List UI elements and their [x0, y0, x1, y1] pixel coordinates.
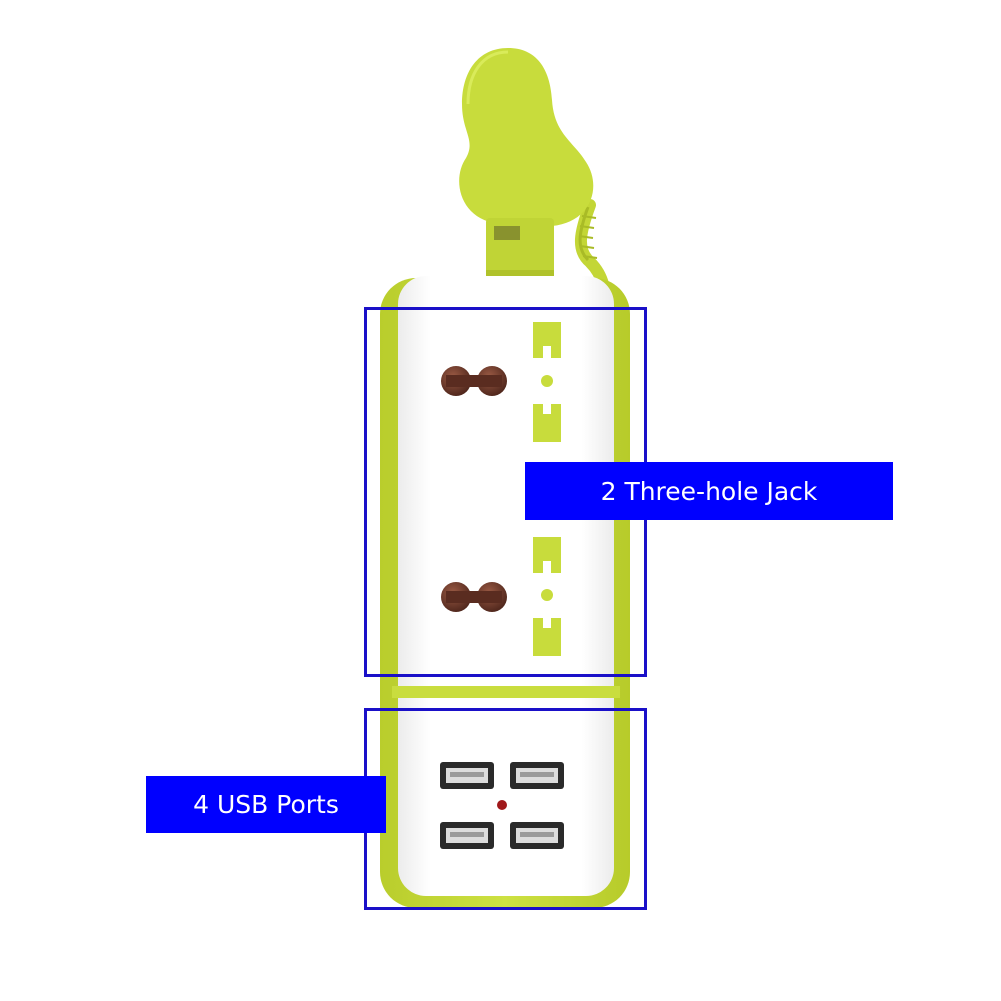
- three-hole-socket-2: [441, 537, 561, 656]
- usb-port-4: [510, 822, 564, 849]
- usb-callout-label: 4 USB Ports: [146, 776, 386, 833]
- usb-port-3: [440, 822, 494, 849]
- usb-port-1: [440, 762, 494, 789]
- usb-highlight-box: [364, 708, 647, 910]
- jack-callout-label: 2 Three-hole Jack: [525, 462, 893, 520]
- power-indicator-light: [497, 800, 507, 810]
- usb-port-2: [510, 762, 564, 789]
- plug-head: [459, 48, 594, 280]
- three-hole-socket-1: [441, 322, 561, 442]
